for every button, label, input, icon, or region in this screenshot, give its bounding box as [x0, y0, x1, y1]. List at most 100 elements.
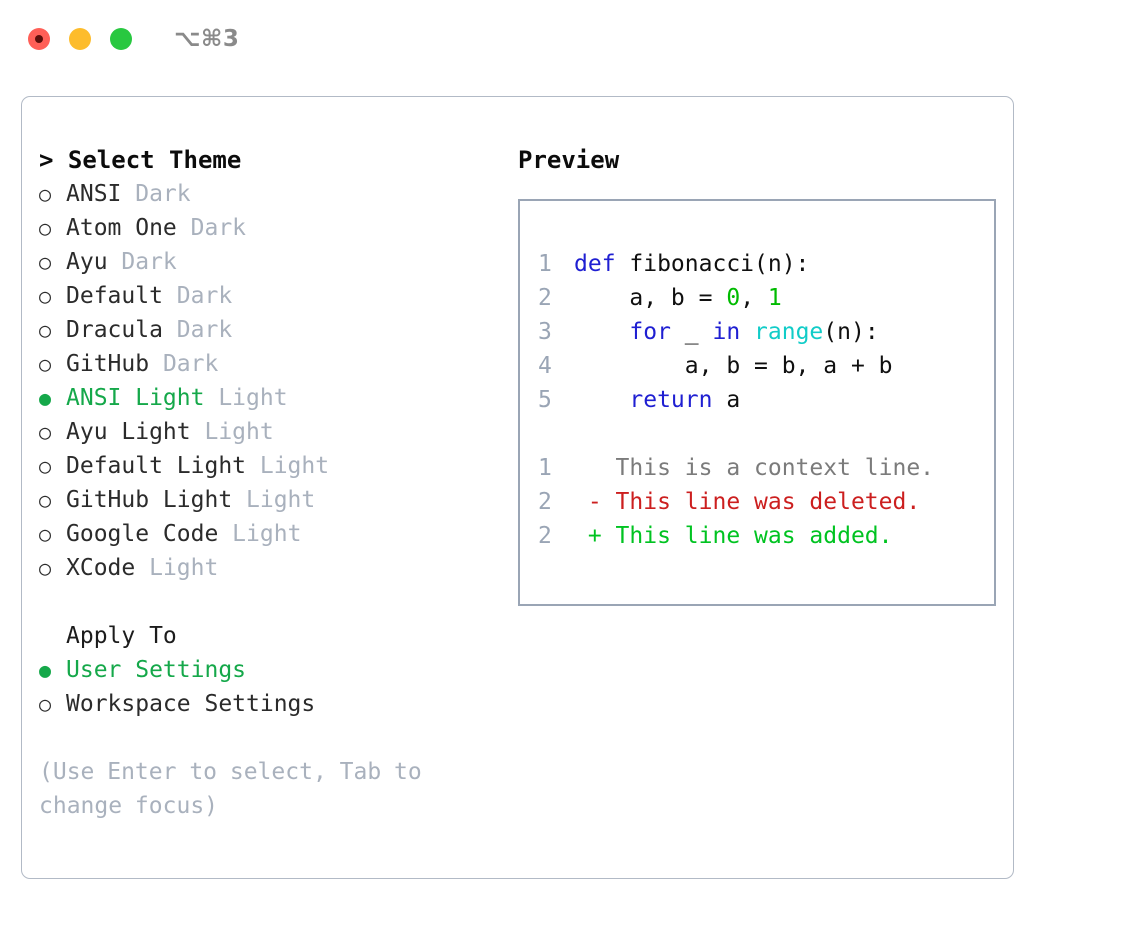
- theme-item-variant: Dark: [176, 215, 247, 241]
- preview-title: Preview: [518, 146, 620, 174]
- line-number: 1: [538, 251, 552, 277]
- code-line-text: for _ in range(n):: [574, 315, 879, 349]
- theme-item[interactable]: ○ Ayu Light Light: [39, 415, 501, 449]
- code-line-text: return a: [574, 383, 740, 417]
- theme-list[interactable]: ○ANSI Dark○Atom One Dark○Ayu Dark○Defaul…: [39, 177, 501, 585]
- code-line: 2 a, b = 0, 1: [538, 281, 994, 315]
- apply-to-option-label: Workspace Settings: [66, 691, 316, 717]
- line-number: 5: [538, 387, 552, 413]
- theme-item-variant: Light: [190, 419, 274, 445]
- code-token-pl: [574, 319, 629, 345]
- radio-unselected-icon: ○: [39, 556, 52, 580]
- theme-item[interactable]: ○ Default Light Light: [39, 449, 501, 483]
- code-token-num: 0: [726, 285, 741, 311]
- theme-item-variant: Light: [218, 521, 302, 547]
- theme-item-label: GitHub: [66, 351, 150, 377]
- theme-item[interactable]: ○ Default Dark: [39, 279, 501, 313]
- code-line: 1 def fibonacci(n):: [538, 247, 994, 281]
- line-number: 1: [538, 455, 552, 481]
- theme-item[interactable]: ○Dracula Dark: [39, 313, 501, 347]
- theme-item-label: Ayu Light: [66, 419, 191, 445]
- apply-to-options[interactable]: ●User Settings ○ Workspace Settings: [39, 653, 501, 721]
- theme-item-label: Google Code: [66, 521, 219, 547]
- theme-item-label: ANSI: [66, 181, 122, 207]
- theme-item-label: GitHub Light: [66, 487, 233, 513]
- line-number: 2: [538, 285, 552, 311]
- theme-item-variant: Light: [135, 555, 219, 581]
- code-line: 4 a, b = b, a + b: [538, 349, 994, 383]
- theme-item-label: ANSI Light: [66, 385, 205, 411]
- preview-spacer: [538, 417, 994, 451]
- theme-item-variant: Light: [232, 487, 316, 513]
- theme-item[interactable]: ○ GitHub Light Light: [39, 483, 501, 517]
- code-token-num: 1: [767, 285, 782, 311]
- diff-line: 2 + This line was added.: [538, 519, 994, 553]
- theme-picker-column: > Select Theme ○ANSI Dark○Atom One Dark○…: [39, 143, 501, 878]
- theme-item-variant: Dark: [107, 249, 177, 275]
- line-number: 2: [538, 489, 552, 515]
- theme-item-label: Default Light: [66, 453, 247, 479]
- radio-unselected-icon: ○: [39, 318, 52, 342]
- radio-unselected-icon: ○: [39, 692, 52, 716]
- theme-item[interactable]: ○Ayu Dark: [39, 245, 501, 279]
- radio-unselected-icon: ○: [39, 488, 52, 512]
- apply-to-option[interactable]: ○ Workspace Settings: [39, 687, 501, 721]
- code-token-pl: (n):: [823, 319, 879, 345]
- window-controls: [28, 28, 132, 50]
- radio-selected-icon: ●: [39, 658, 52, 682]
- code-line: 5 return a: [538, 383, 994, 417]
- theme-item[interactable]: ○ ANSI Dark: [39, 177, 501, 211]
- diff-line: 2 - This line was deleted.: [538, 485, 994, 519]
- help-text: (Use Enter to select, Tab to change focu…: [39, 759, 422, 819]
- radio-unselected-icon: ○: [39, 182, 52, 206]
- line-number: 3: [538, 319, 552, 345]
- code-token-fn: range: [754, 319, 824, 345]
- title-bar: ⌥⌘3: [0, 0, 1140, 78]
- diff-line-text-add: + This line was added.: [574, 523, 893, 549]
- close-button[interactable]: [28, 28, 50, 50]
- code-token-kw: for: [629, 319, 671, 345]
- theme-item[interactable]: ●ANSI Light Light: [39, 381, 501, 415]
- theme-item-variant: Dark: [162, 317, 233, 343]
- theme-item-label: Default: [66, 283, 163, 309]
- code-token-kw: return: [629, 387, 713, 413]
- maximize-button[interactable]: [110, 28, 132, 50]
- theme-item[interactable]: ○ Google Code Light: [39, 517, 501, 551]
- minimize-button[interactable]: [69, 28, 91, 50]
- theme-item[interactable]: ○ GitHub Dark: [39, 347, 501, 381]
- theme-item-variant: Dark: [121, 181, 191, 207]
- radio-unselected-icon: ○: [39, 454, 52, 478]
- code-token-pl: a, b =: [574, 285, 727, 311]
- code-token-pl: fibonacci(n):: [615, 251, 810, 277]
- code-line-text: def fibonacci(n):: [574, 247, 809, 281]
- diff-line-text-del: - This line was deleted.: [574, 489, 921, 515]
- page-title: > Select Theme: [39, 146, 242, 174]
- theme-item[interactable]: ○ XCode Light: [39, 551, 501, 585]
- code-token-pl: ,: [740, 285, 768, 311]
- radio-unselected-icon: ○: [39, 216, 52, 240]
- keyboard-shortcut-label: ⌥⌘3: [174, 25, 240, 52]
- radio-unselected-icon: ○: [39, 352, 52, 376]
- code-line-text: a, b = b, a + b: [574, 349, 893, 383]
- code-token-pl: a: [712, 387, 741, 413]
- apply-to-option[interactable]: ●User Settings: [39, 653, 501, 687]
- theme-item-variant: Light: [204, 385, 288, 411]
- theme-item-variant: Dark: [162, 283, 233, 309]
- code-token-pl: [740, 319, 754, 345]
- code-token-pl: _: [670, 319, 713, 345]
- code-token-kw: def: [574, 251, 616, 277]
- radio-unselected-icon: ○: [39, 522, 52, 546]
- radio-unselected-icon: ○: [39, 420, 52, 444]
- diff-preview: 1 This is a context line. 2 - This line w…: [538, 451, 994, 553]
- line-number: 4: [538, 353, 552, 379]
- diff-line-text-ctx: This is a context line.: [574, 455, 935, 481]
- radio-unselected-icon: ○: [39, 284, 52, 308]
- theme-item-label: XCode: [66, 555, 136, 581]
- theme-item[interactable]: ○Atom One Dark: [39, 211, 501, 245]
- theme-item-variant: Light: [246, 453, 330, 479]
- theme-item-variant: Dark: [149, 351, 219, 377]
